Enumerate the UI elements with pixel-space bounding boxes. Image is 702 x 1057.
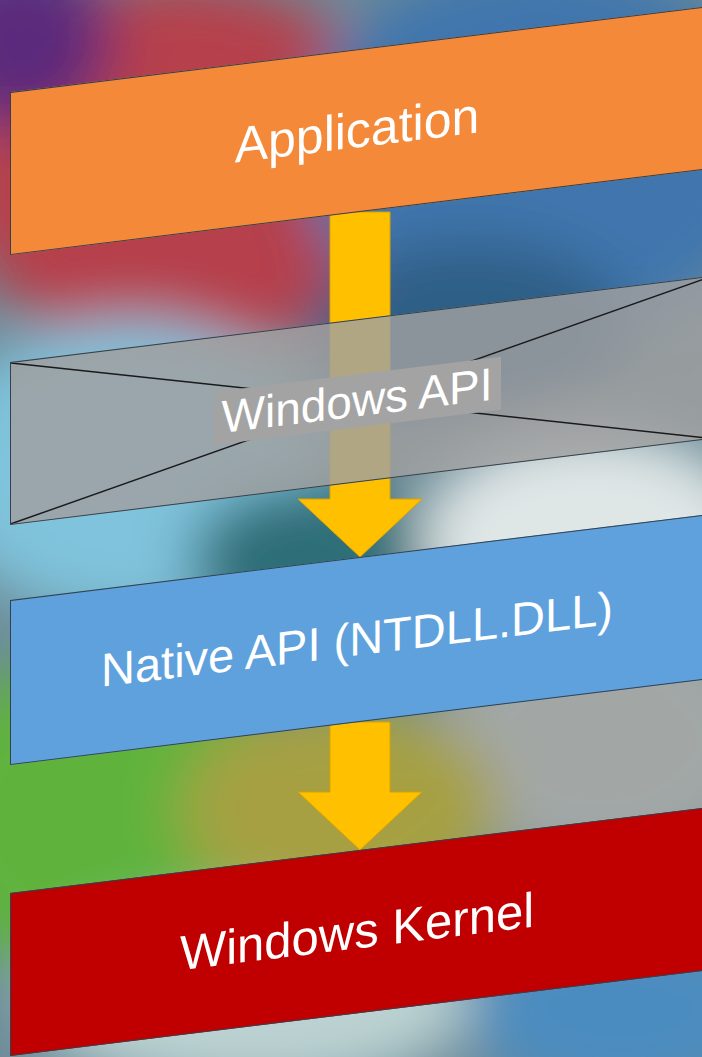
layer-label: Application [235, 87, 480, 175]
cross-line [11, 277, 702, 524]
flow-arrow [298, 722, 422, 850]
text-holder: Application [11, 60, 702, 202]
layer-label: Native API (NTDLL.DLL) [101, 581, 613, 698]
native-api-band: Native API (NTDLL.DLL) [10, 514, 702, 765]
text-holder: Native API (NTDLL.DLL) [11, 570, 702, 709]
application-band: Application [10, 6, 702, 255]
text-holder: Windows Kernel [11, 861, 702, 1002]
layer-label: Windows Kernel [180, 882, 534, 982]
cross-line [11, 277, 702, 524]
text-holder: Windows API [11, 332, 702, 470]
crossed-out-band: Windows API [10, 276, 702, 525]
layer-label: Windows API [214, 357, 501, 445]
kernel-band: Windows Kernel [10, 807, 702, 1056]
